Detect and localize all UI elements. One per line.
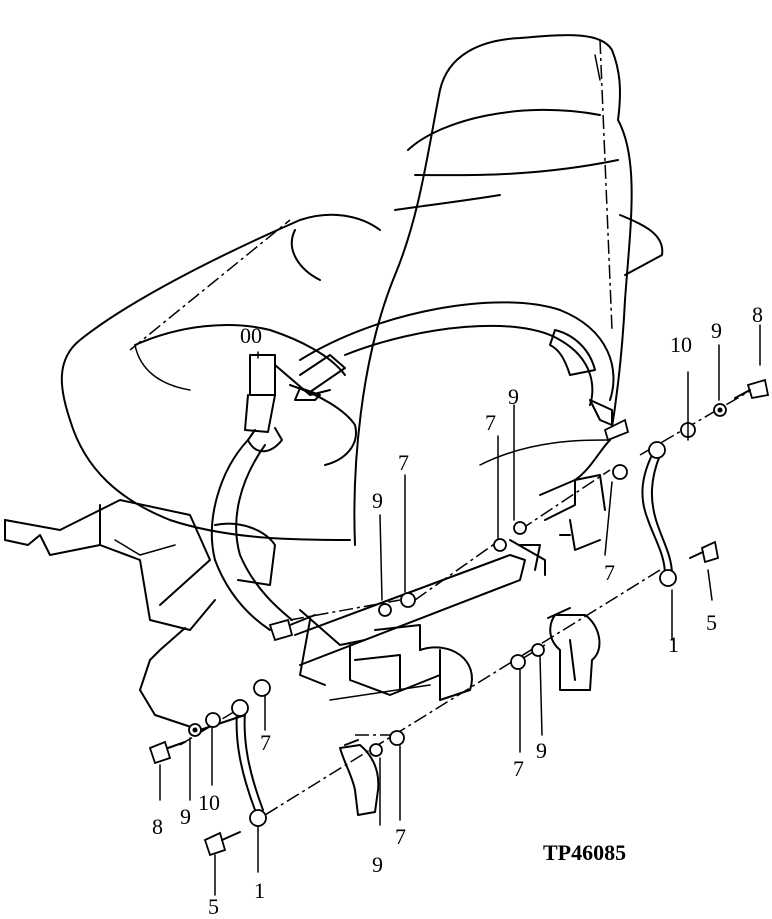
callout-7-a: 7 — [398, 450, 409, 475]
ground-strap-left — [231, 699, 267, 827]
callout-5-left: 5 — [208, 894, 219, 919]
seat-back — [353, 34, 633, 546]
callout-5-right: 5 — [706, 610, 717, 635]
seat-rails — [294, 474, 606, 701]
callout-leaders — [159, 324, 761, 896]
callout-7-c: 7 — [604, 560, 615, 585]
seat-belt-right-arc — [299, 301, 615, 466]
lower-bracket-right — [547, 607, 601, 691]
callout-1-right: 1 — [668, 632, 679, 657]
callout-8-left: 8 — [152, 814, 163, 839]
callout-belt: 00 — [240, 323, 262, 348]
callout-labels: 00 1 1 5 5 7 7 7 7 7 7 8 8 9 9 9 9 9 9 1… — [152, 302, 763, 919]
figure-reference-number: TP46085 — [543, 840, 626, 865]
callout-10-left: 10 — [198, 790, 220, 815]
callout-8-right: 8 — [752, 302, 763, 327]
callout-9-b: 9 — [372, 488, 383, 513]
seat-base-left — [4, 499, 246, 731]
callout-9-c: 9 — [711, 318, 722, 343]
callout-9-d: 9 — [180, 804, 191, 829]
callout-1-left: 1 — [254, 878, 265, 903]
seat-cushion — [60, 213, 664, 541]
callout-7-e: 7 — [395, 824, 406, 849]
ground-strap-right — [641, 441, 677, 587]
callout-7-b: 7 — [485, 410, 496, 435]
callout-9-a: 9 — [508, 384, 519, 409]
callout-7-d: 7 — [260, 730, 271, 755]
callout-7-f: 7 — [513, 756, 524, 781]
hardware-right — [268, 378, 770, 670]
callout-10-right: 10 — [670, 332, 692, 357]
seat-belt-webbing — [211, 354, 346, 631]
hardware-left — [148, 679, 405, 857]
callout-9-e: 9 — [372, 852, 383, 877]
callout-9-f: 9 — [536, 738, 547, 763]
